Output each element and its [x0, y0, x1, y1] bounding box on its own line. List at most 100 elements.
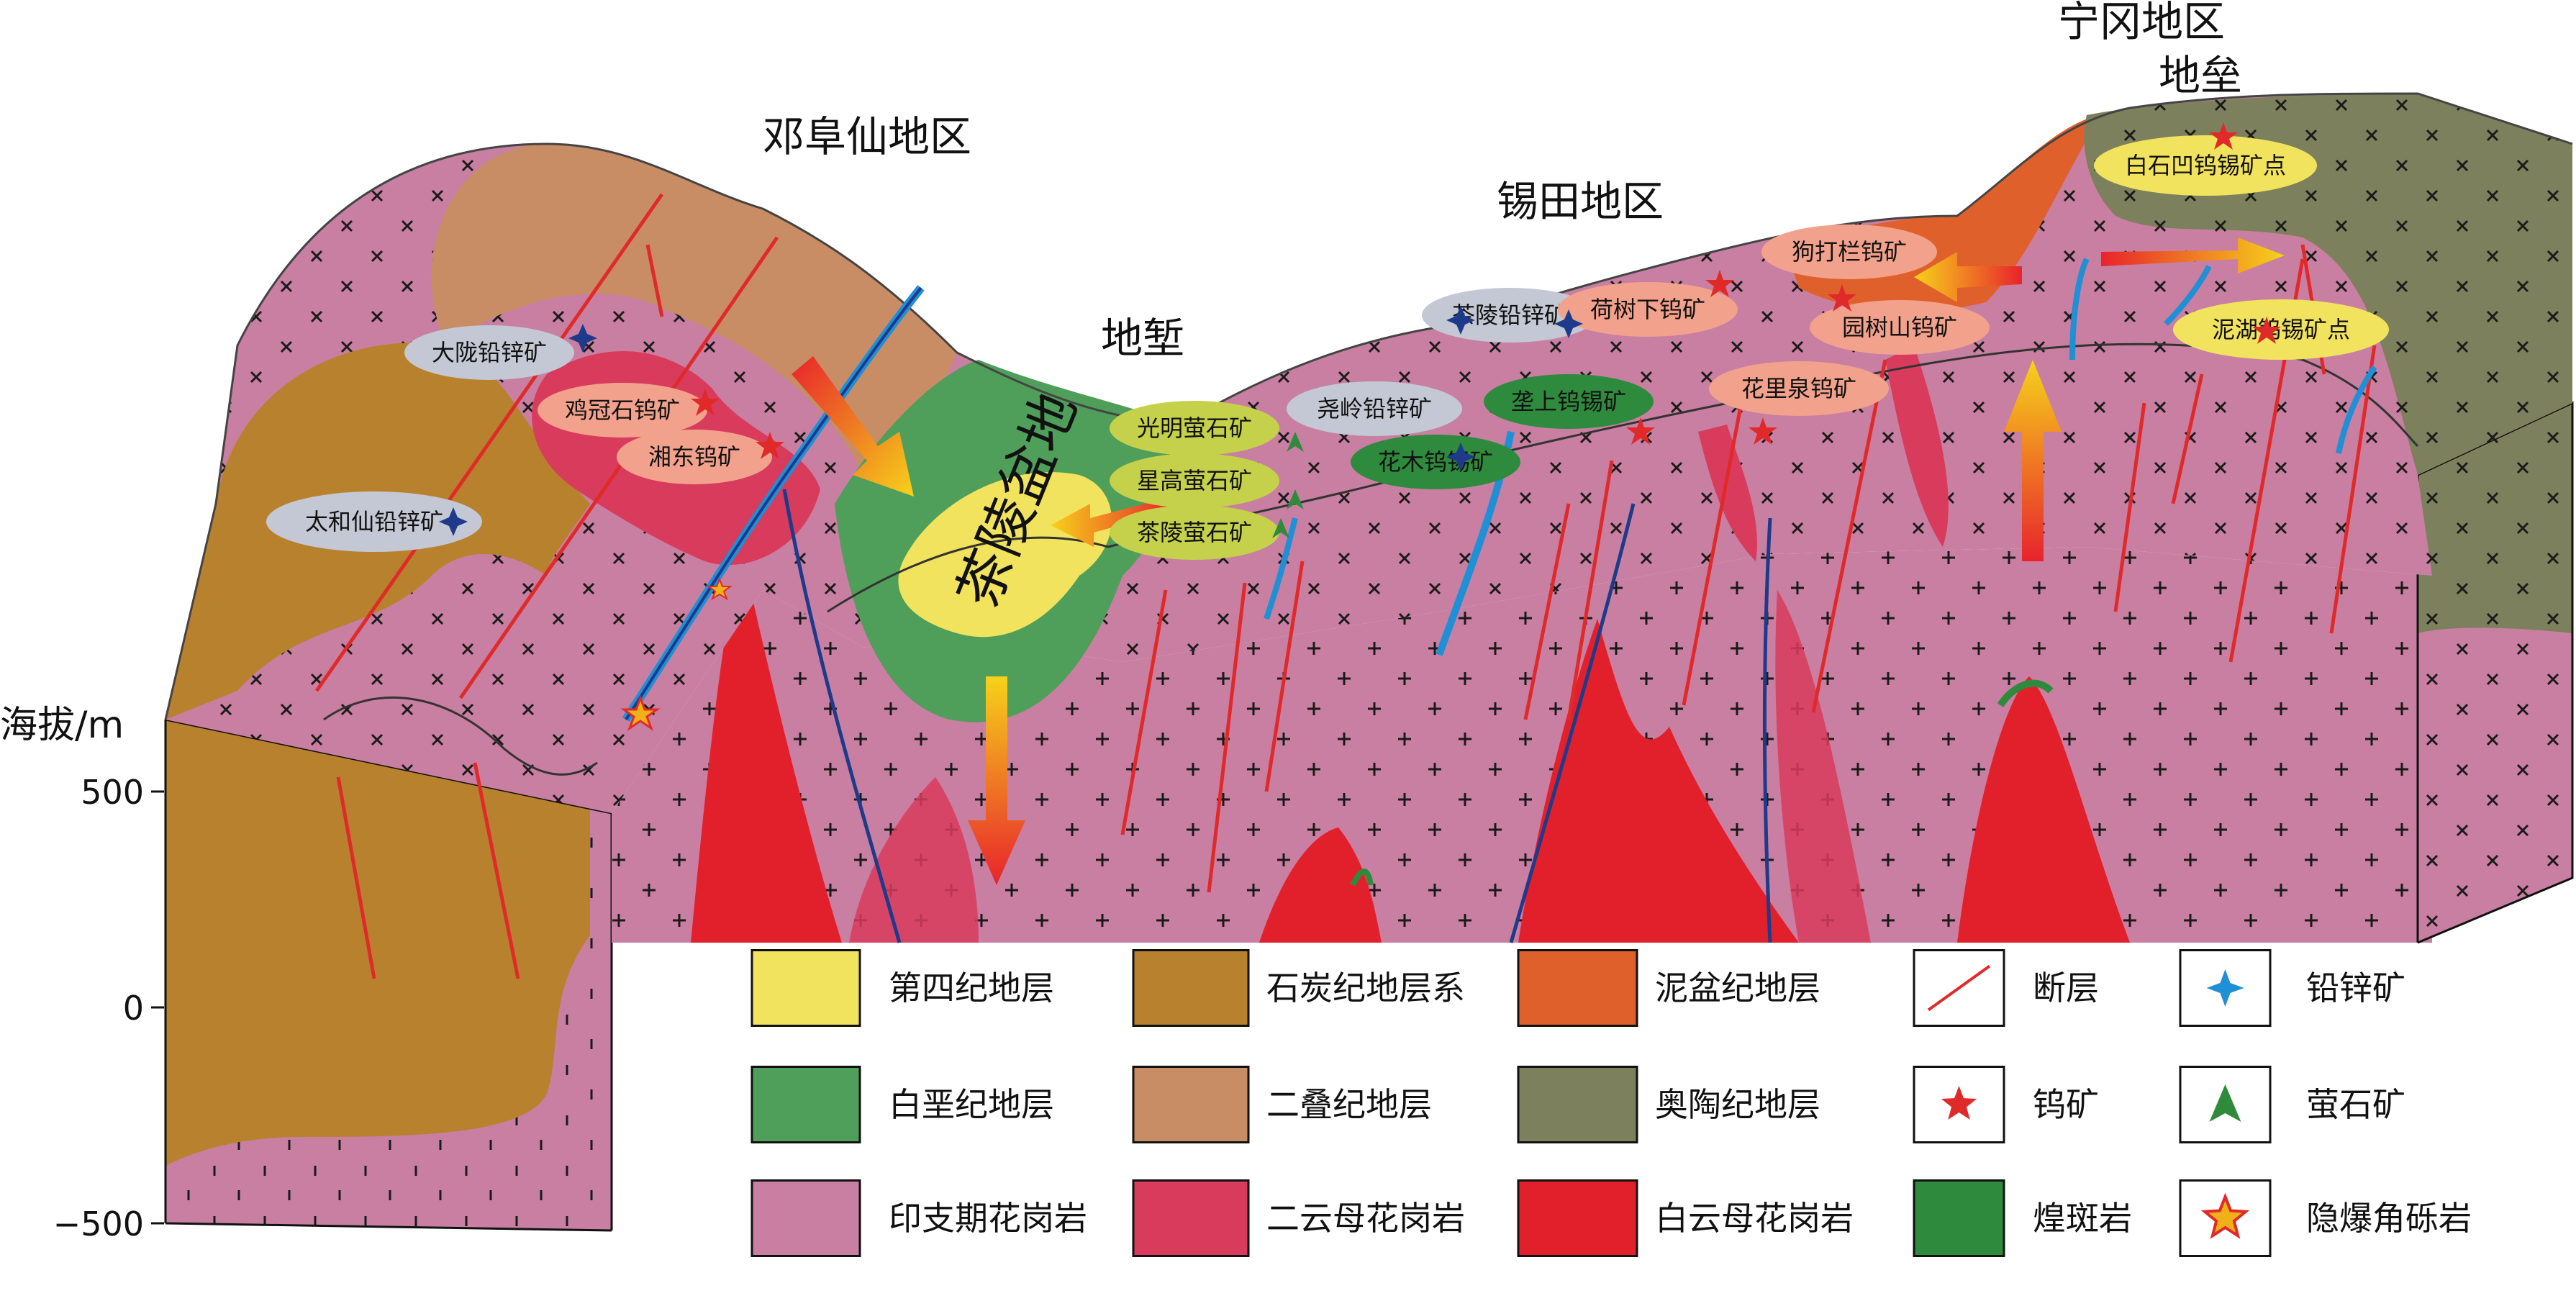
legend-swatch: [1132, 1066, 1250, 1143]
legend-item-cretaceous: 白垩纪地层: [750, 1066, 1054, 1143]
legend-label: 奥陶纪地层: [1655, 1085, 1820, 1124]
legend-item-indosinian: 印支期花岗岩: [750, 1179, 1087, 1257]
svg-text:泥湖钨锡矿点: 泥湖钨锡矿点: [2212, 316, 2350, 343]
legend-label: 煌斑岩: [2033, 1199, 2132, 1238]
mine-goudalan: 狗打栏钨矿: [1761, 225, 1937, 279]
region-ninggang: 宁冈地区: [2058, 0, 2225, 46]
svg-text:鸡冠石钨矿: 鸡冠石钨矿: [565, 396, 680, 424]
svg-text:花木钨锡矿: 花木钨锡矿: [1378, 448, 1493, 476]
mine-heshuxia: 荷树下钨矿: [1558, 282, 1738, 337]
pbzn-marker-icon: [568, 324, 597, 353]
legend-swatch: [1913, 1179, 2005, 1257]
legend-label: 石炭纪地层系: [1266, 969, 1465, 1007]
legend-item-breccia: 隐爆角砾岩: [2179, 1179, 2472, 1257]
tungsten-marker-icon: [1749, 417, 1777, 445]
mine-yuanshushan: 园树山钨矿: [1810, 300, 1990, 355]
mine-huamu: 花木钨锡矿: [1351, 435, 1520, 489]
legend-pbzn-icon: [2179, 949, 2272, 1027]
svg-text:星高萤石矿: 星高萤石矿: [1137, 467, 1252, 494]
legend-item-carboniferous: 石炭纪地层系: [1132, 949, 1465, 1027]
mine-huaniquan: 花里泉钨矿: [1709, 361, 1889, 416]
svg-text:狗打栏钨矿: 狗打栏钨矿: [1792, 238, 1907, 266]
fluorite-marker-icon: [1287, 432, 1304, 452]
svg-text:尧岭铅锌矿: 尧岭铅锌矿: [1317, 395, 1432, 422]
tungsten-marker-icon: [1828, 284, 1856, 312]
legend-label: 第四纪地层: [889, 969, 1054, 1007]
breccia-marker-icon: [620, 577, 733, 731]
svg-text:茶陵铅锌矿: 茶陵铅锌矿: [1452, 302, 1567, 329]
elevation-axis: 海拔/m 500 0 −500: [0, 704, 164, 1243]
mine-xiangdong: 湘东钨矿: [617, 430, 772, 484]
svg-text:荷树下钨矿: 荷树下钨矿: [1590, 296, 1705, 323]
legend-item-fluorite: 萤石矿: [2179, 1066, 2405, 1143]
right-side-face: [2416, 401, 2574, 944]
mine-yaoling: 尧岭铅锌矿: [1287, 381, 1462, 436]
legend-item-lamprophyre: 煌斑岩: [1913, 1179, 2132, 1257]
mine-dalong: 大陇铅锌矿: [404, 325, 574, 380]
legend-label: 萤石矿: [2306, 1085, 2405, 1124]
legend-swatch: [750, 1066, 861, 1143]
legend-label: 钨矿: [2033, 1085, 2099, 1124]
tick-500: 500: [81, 773, 144, 812]
legend-swatch: [1517, 949, 1638, 1027]
mine-nihu: 泥湖钨锡矿点: [2173, 299, 2389, 360]
legend-swatch: [1517, 1179, 1638, 1257]
mine-lushang: 垄上钨锡矿: [1484, 374, 1654, 429]
legend-label: 二云母花岗岩: [1266, 1199, 1465, 1238]
tick-minus-500: −500: [53, 1205, 144, 1243]
legend-label: 印支期花岗岩: [889, 1199, 1087, 1238]
tungsten-marker-icon: [2252, 317, 2281, 344]
region-dilei: 地垒: [2159, 51, 2242, 100]
svg-text:大陇铅锌矿: 大陇铅锌矿: [432, 339, 547, 366]
region-digang: 地堑: [1101, 314, 1184, 363]
legend-fluorite-icon: [2179, 1066, 2272, 1143]
svg-text:太和仙铅锌矿: 太和仙铅锌矿: [305, 508, 443, 535]
front-face: [612, 547, 2432, 943]
mine-guangming: 光明萤石矿: [1110, 401, 1279, 455]
region-xitian: 锡田地区: [1497, 177, 1664, 226]
legend-swatch: [750, 949, 861, 1027]
tungsten-marker-icon: [691, 389, 720, 416]
faults: [314, 193, 2377, 979]
pbzn-marker-icon: [1554, 309, 1583, 338]
mine-chaling-pbzn: 茶陵铅锌矿: [1422, 288, 1597, 343]
legend-item-muscovite: 白云母花岗岩: [1517, 1179, 1854, 1257]
svg-text:园树山钨矿: 园树山钨矿: [1842, 314, 1957, 341]
mine-chaling-fluorite: 茶陵萤石矿: [1110, 505, 1279, 560]
legend-label: 泥盆纪地层: [1655, 969, 1820, 1007]
pbzn-marker-icon: [1446, 306, 1475, 335]
tungsten-marker-icon: [756, 432, 784, 459]
legend-label: 断层: [2033, 969, 2099, 1007]
legend-item-devonian: 泥盆纪地层: [1517, 949, 1820, 1027]
tungsten-marker-icon: [1626, 417, 1655, 445]
legend-swatch: [750, 1179, 861, 1257]
legend-label: 白垩纪地层: [889, 1085, 1054, 1124]
legend-item-permian: 二叠纪地层: [1132, 1066, 1432, 1143]
fluorite-marker-icon: [1287, 489, 1304, 509]
legend-swatch: [1132, 1179, 1250, 1257]
svg-text:白石凹钨锡矿点: 白石凹钨锡矿点: [2125, 152, 2286, 179]
legend-item-fault: 断层: [1913, 949, 2099, 1027]
svg-text:花里泉钨矿: 花里泉钨矿: [1741, 375, 1856, 402]
legend-item-quaternary: 第四纪地层: [750, 949, 1054, 1027]
legend-fault-icon: [1913, 949, 2005, 1027]
legend-tungsten-icon: [1913, 1066, 2005, 1143]
tungsten-marker-icon: [2209, 122, 2238, 150]
tungsten-marker-icon: [1705, 270, 1734, 297]
fluid-arrows: [792, 237, 2285, 885]
legend-breccia-icon: [2179, 1179, 2272, 1257]
svg-text:光明萤石矿: 光明萤石矿: [1137, 414, 1252, 442]
svg-text:湘东钨矿: 湘东钨矿: [648, 443, 740, 471]
mine-labels: 大陇铅锌矿 鸡冠石钨矿 湘东钨矿 太和仙铅锌矿 光明萤石矿 星高萤石矿 茶陵萤石…: [266, 135, 2389, 560]
mine-xinggao: 星高萤石矿: [1110, 453, 1279, 508]
svg-text:茶陵萤石矿: 茶陵萤石矿: [1137, 519, 1252, 546]
legend-label: 白云母花岗岩: [1655, 1199, 1854, 1238]
legend-item-tungsten: 钨矿: [1913, 1066, 2099, 1143]
region-denghuangxian: 邓阜仙地区: [763, 112, 971, 161]
svg-text:垄上钨锡矿: 垄上钨锡矿: [1511, 388, 1626, 415]
elevation-axis-label: 海拔/m: [0, 704, 124, 747]
legend-swatch: [1132, 949, 1250, 1027]
legend-item-pbzn: 铅锌矿: [2179, 949, 2405, 1027]
